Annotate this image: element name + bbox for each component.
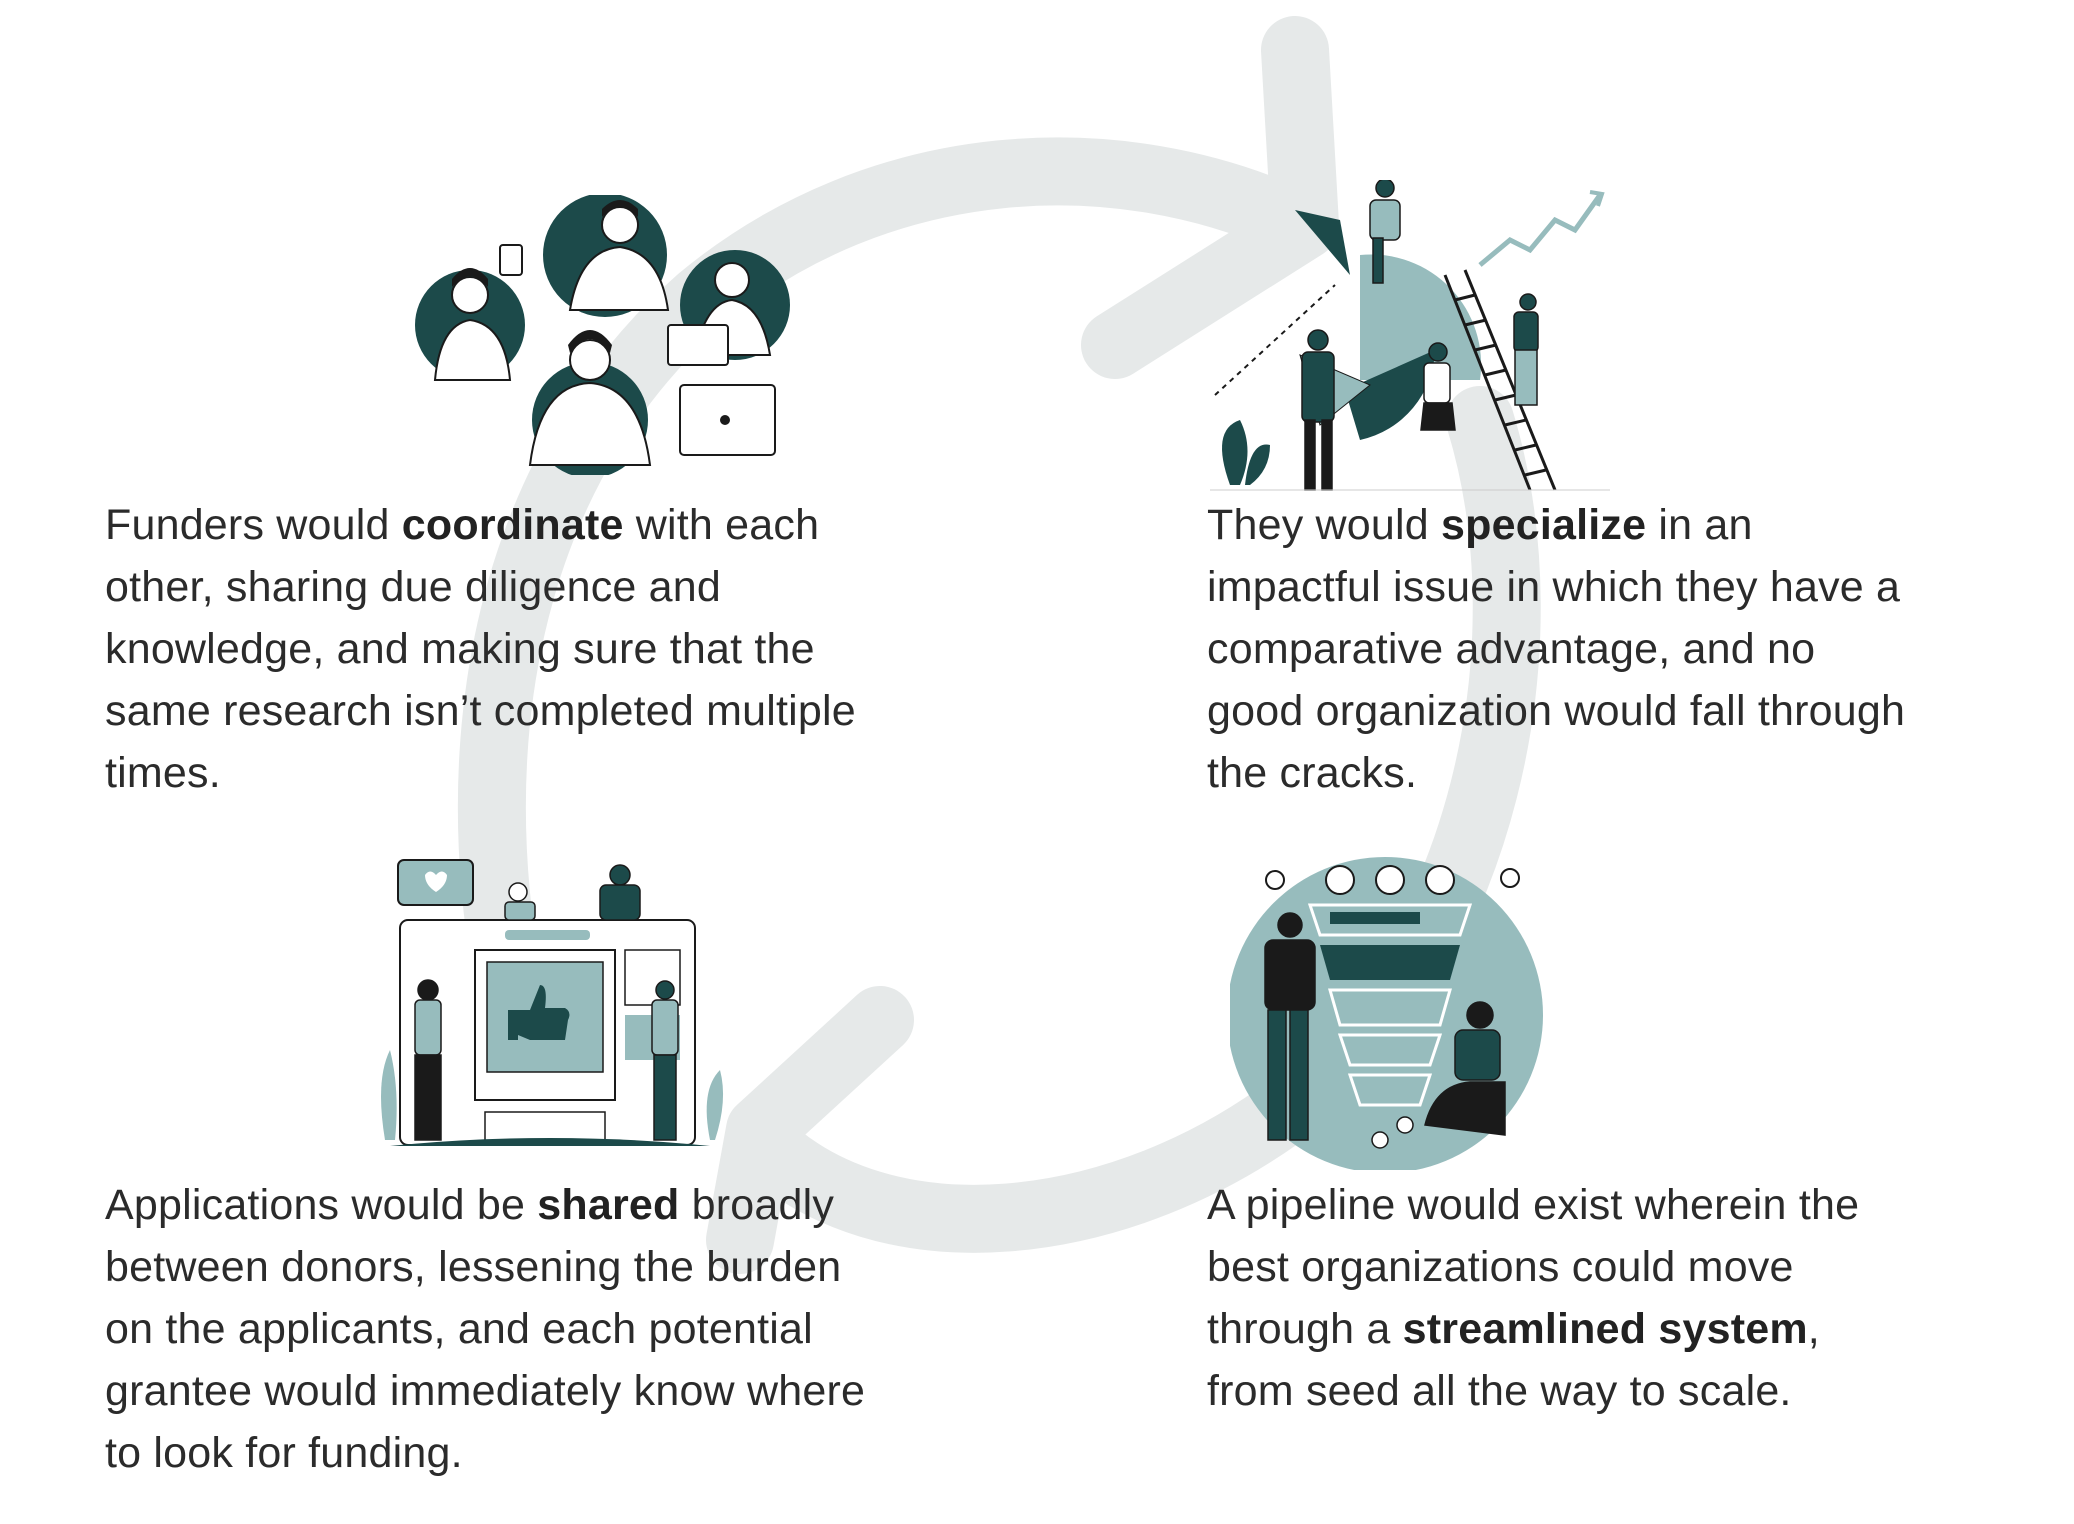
specialize-panel-text: They would specialize in an impactful is…: [1207, 494, 1907, 804]
cycle-arrowhead-bottom: [706, 986, 914, 1274]
specialize-keyword: specialize: [1441, 501, 1647, 549]
specialize-text-pre: They would: [1207, 501, 1442, 549]
specialize-text-post: in an impactful issue in which they have…: [1207, 501, 1906, 797]
shared-keyword: shared: [537, 1181, 680, 1229]
funnel-pipeline-illustration: [1230, 857, 1543, 1170]
coordinate-keyword: coordinate: [401, 501, 624, 549]
streamlined-panel-text: A pipeline would exist wherein the best …: [1207, 1174, 1907, 1422]
coordinate-text-post: with each other, sharing due diligence a…: [105, 501, 856, 797]
team-video-call-illustration: [415, 195, 790, 475]
growth-chart-team-illustration: [1210, 180, 1610, 491]
coordinate-text-pre: Funders would: [105, 501, 402, 549]
streamlined-text-post: , from seed all the way to scale.: [1207, 1305, 1820, 1415]
shared-text-post: broadly between donors, lessening the bu…: [105, 1181, 866, 1477]
shared-panel-text: Applications would be shared broadly bet…: [105, 1174, 895, 1484]
social-media-like-illustration: [381, 859, 724, 1146]
streamlined-keyword: streamlined system: [1402, 1305, 1808, 1353]
streamlined-text-pre: A pipeline would exist wherein the best …: [1207, 1181, 1860, 1353]
cycle-arrowhead-top: [1081, 16, 1339, 379]
shared-text-pre: Applications would be: [105, 1181, 538, 1229]
coordinate-panel-text: Funders would coordinate with each other…: [105, 494, 905, 804]
